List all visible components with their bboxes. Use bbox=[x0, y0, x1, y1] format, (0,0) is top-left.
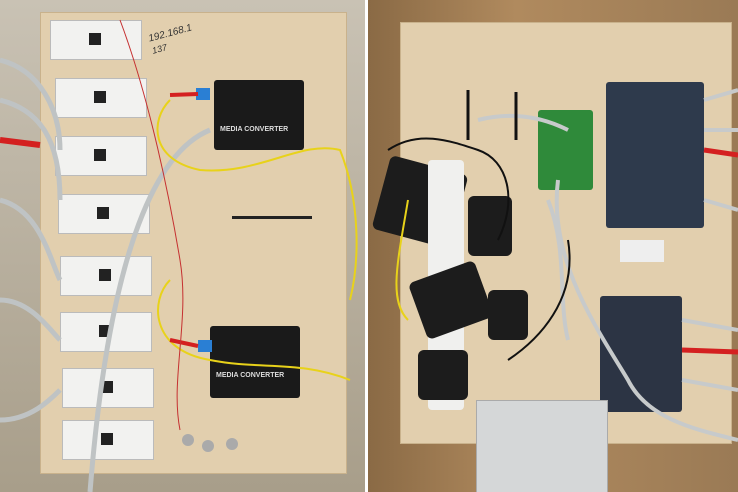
right-panel-photo bbox=[368, 0, 738, 492]
power-adapter bbox=[418, 350, 468, 400]
media-converter-top: MEDIA CONVERTER bbox=[214, 80, 304, 150]
relay-module bbox=[60, 256, 152, 296]
cables-back bbox=[387, 88, 738, 442]
relay-module bbox=[55, 78, 147, 118]
rj45-connector bbox=[198, 340, 212, 352]
cable-tie bbox=[232, 216, 312, 219]
relay-module bbox=[62, 368, 154, 408]
network-switch-top bbox=[606, 82, 704, 228]
power-adapter bbox=[488, 290, 528, 340]
left-panel-photo: 192.168.1 137 MEDIA CONVERTER MEDIA CONV… bbox=[0, 0, 365, 492]
cables bbox=[0, 19, 358, 492]
relay-module bbox=[55, 136, 147, 176]
stand-base bbox=[476, 400, 608, 492]
cable-holder bbox=[620, 240, 664, 262]
rj45-connector bbox=[196, 88, 210, 100]
relay-module bbox=[62, 420, 154, 460]
relay-module bbox=[58, 194, 150, 234]
